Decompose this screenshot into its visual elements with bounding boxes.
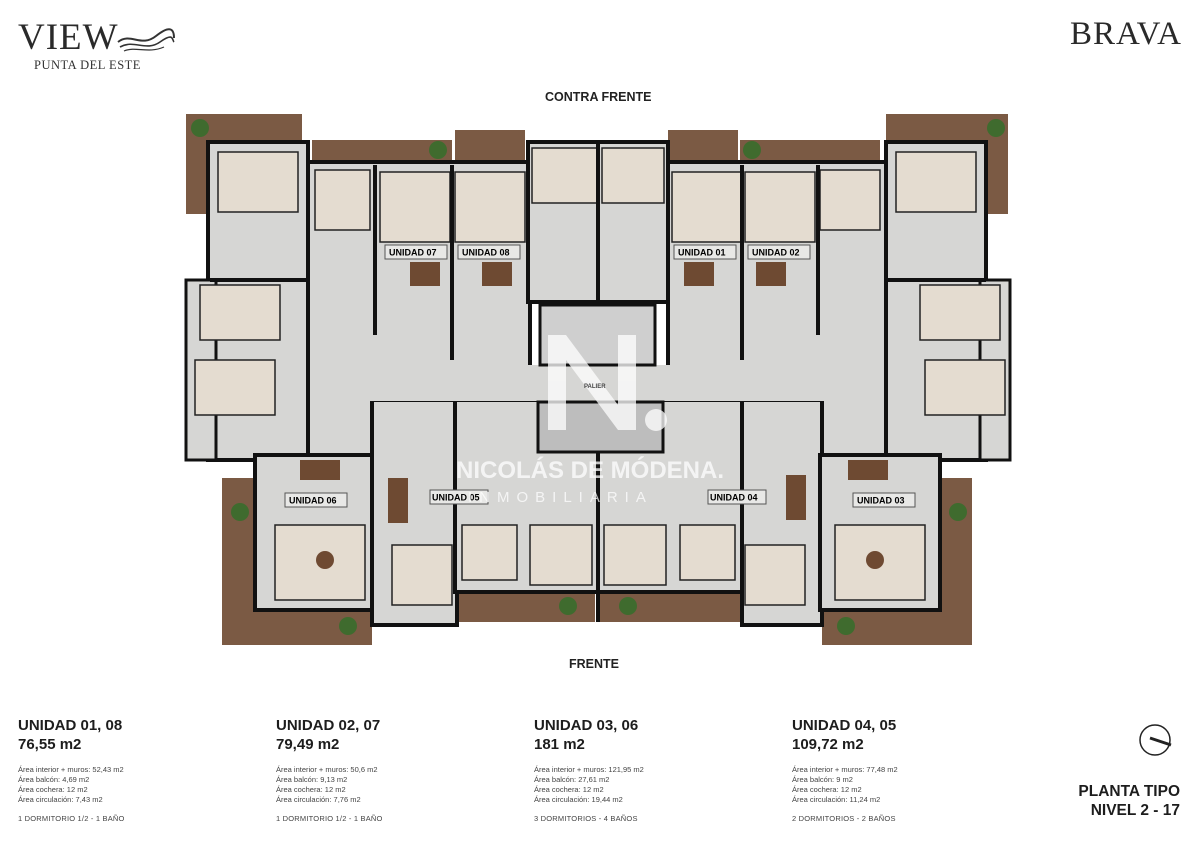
watermark: NICOLÁS DE MÓDENA. INMOBILIARIA	[456, 335, 724, 506]
plan-type-label: PLANTA TIPO	[1078, 783, 1180, 800]
project-name: BRAVA	[1069, 16, 1182, 52]
unit-label: UNIDAD 04	[710, 493, 758, 503]
unit-detail: Área balcón: 9,13 m2	[276, 775, 348, 784]
unit-label: UNIDAD 07	[389, 248, 437, 258]
top-orientation-label: CONTRA FRENTE	[545, 90, 652, 104]
tables	[300, 262, 888, 569]
unit-total-area: 79,49 m2	[276, 736, 340, 753]
unit-detail: Área circulación: 11,24 m2	[792, 795, 881, 804]
plan-type: PLANTA TIPO NIVEL 2 - 17	[1078, 782, 1180, 820]
plants	[191, 119, 1005, 635]
plan-levels: NIVEL 2 - 17	[1090, 802, 1180, 819]
unit-summary-01-08: UNIDAD 01, 08 76,55 m2 Área interior + m…	[18, 716, 125, 823]
wave-icon	[117, 28, 175, 52]
unit-title: UNIDAD 01, 08	[18, 717, 123, 734]
unit-label: UNIDAD 05	[432, 493, 480, 503]
unit-title: UNIDAD 04, 05	[792, 717, 897, 734]
unit-detail: Área circulación: 7,43 m2	[18, 795, 103, 804]
unit-title: UNIDAD 02, 07	[276, 717, 381, 734]
unit-label: UNIDAD 01	[678, 248, 726, 258]
logo-subtitle: PUNTA DEL ESTE	[34, 58, 141, 72]
unit-label: UNIDAD 03	[857, 496, 905, 506]
bottom-orientation-label: FRENTE	[569, 657, 619, 671]
logo-text: VIEW	[18, 17, 119, 58]
unit-detail: Área interior + muros: 52,43 m2	[18, 765, 124, 774]
unit-detail: Área interior + muros: 121,95 m2	[534, 765, 644, 774]
unit-label: UNIDAD 08	[462, 248, 510, 258]
unit-detail: Área circulación: 19,44 m2	[534, 795, 623, 804]
unit-detail: Área balcón: 27,61 m2	[534, 775, 610, 784]
unit-labels: UNIDAD 07 UNIDAD 08 UNIDAD 01 UNIDAD 02 …	[284, 244, 916, 508]
unit-detail: Área balcón: 9 m2	[792, 775, 853, 784]
unit-detail: Área interior + muros: 77,48 m2	[792, 765, 898, 774]
unit-title: UNIDAD 03, 06	[534, 717, 639, 734]
palier-label: PALIER	[584, 384, 606, 390]
unit-detail: Área interior + muros: 50,6 m2	[276, 765, 378, 774]
north-arrow-icon	[1139, 724, 1172, 756]
unit-detail: Área circulación: 7,76 m2	[276, 795, 361, 804]
unit-label: UNIDAD 02	[752, 248, 800, 258]
unit-summary-03-06: UNIDAD 03, 06 181 m2 Área interior + mur…	[534, 716, 644, 823]
unit-detail: Área cochera: 12 m2	[792, 785, 862, 794]
watermark-name: NICOLÁS DE MÓDENA.	[456, 456, 724, 484]
unit-label: UNIDAD 06	[289, 496, 337, 506]
unit-rooms: 1 DORMITORIO 1/2 - 1 BAÑO	[276, 814, 383, 823]
watermark-sub: INMOBILIARIA	[468, 489, 653, 506]
rooms	[194, 147, 1006, 606]
unit-summary-02-07: UNIDAD 02, 07 79,49 m2 Área interior + m…	[276, 716, 383, 823]
view-logo: VIEW PUNTA DEL ESTE	[18, 18, 178, 74]
unit-summary-04-05: UNIDAD 04, 05 109,72 m2 Área interior + …	[792, 716, 898, 823]
unit-detail: Área balcón: 4,69 m2	[18, 775, 90, 784]
unit-rooms: 3 DORMITORIOS - 4 BAÑOS	[534, 814, 638, 823]
unit-rooms: 1 DORMITORIO 1/2 - 1 BAÑO	[18, 814, 125, 823]
unit-total-area: 109,72 m2	[792, 736, 864, 753]
unit-detail: Área cochera: 12 m2	[276, 785, 346, 794]
unit-detail: Área cochera: 12 m2	[534, 785, 604, 794]
unit-total-area: 181 m2	[534, 736, 585, 753]
unit-total-area: 76,55 m2	[18, 736, 82, 753]
unit-rooms: 2 DORMITORIOS - 2 BAÑOS	[792, 814, 896, 823]
walls	[210, 142, 986, 622]
unit-detail: Área cochera: 12 m2	[18, 785, 88, 794]
